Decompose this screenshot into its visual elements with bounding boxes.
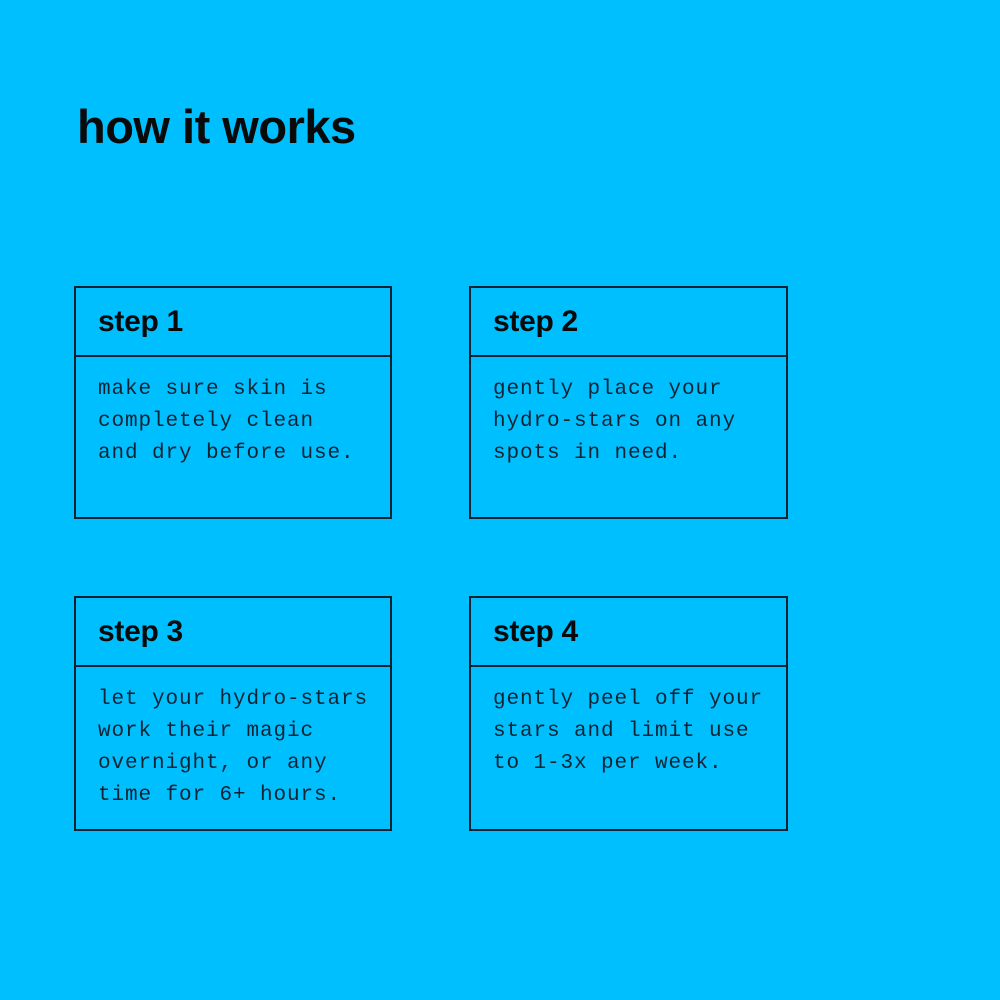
step-2-label: step 2 — [471, 288, 786, 357]
page-title: how it works — [77, 100, 356, 153]
step-3-body: let your hydro-stars work their magic ov… — [98, 688, 369, 807]
step-card-1: step 1 make sure skin is completely clea… — [74, 286, 392, 519]
step-4-body: gently peel off your stars and limit use… — [493, 688, 764, 775]
step-3-label: step 3 — [76, 598, 390, 667]
step-card-4: step 4 gently peel off your stars and li… — [469, 596, 788, 831]
step-1-body: make sure skin is completely clean and d… — [98, 378, 355, 465]
step-card-3: step 3 let your hydro-stars work their m… — [74, 596, 392, 831]
step-2-body: gently place your hydro-stars on any spo… — [493, 378, 737, 465]
step-4-label: step 4 — [471, 598, 786, 667]
step-1-label: step 1 — [76, 288, 390, 357]
step-card-2: step 2 gently place your hydro-stars on … — [469, 286, 788, 519]
